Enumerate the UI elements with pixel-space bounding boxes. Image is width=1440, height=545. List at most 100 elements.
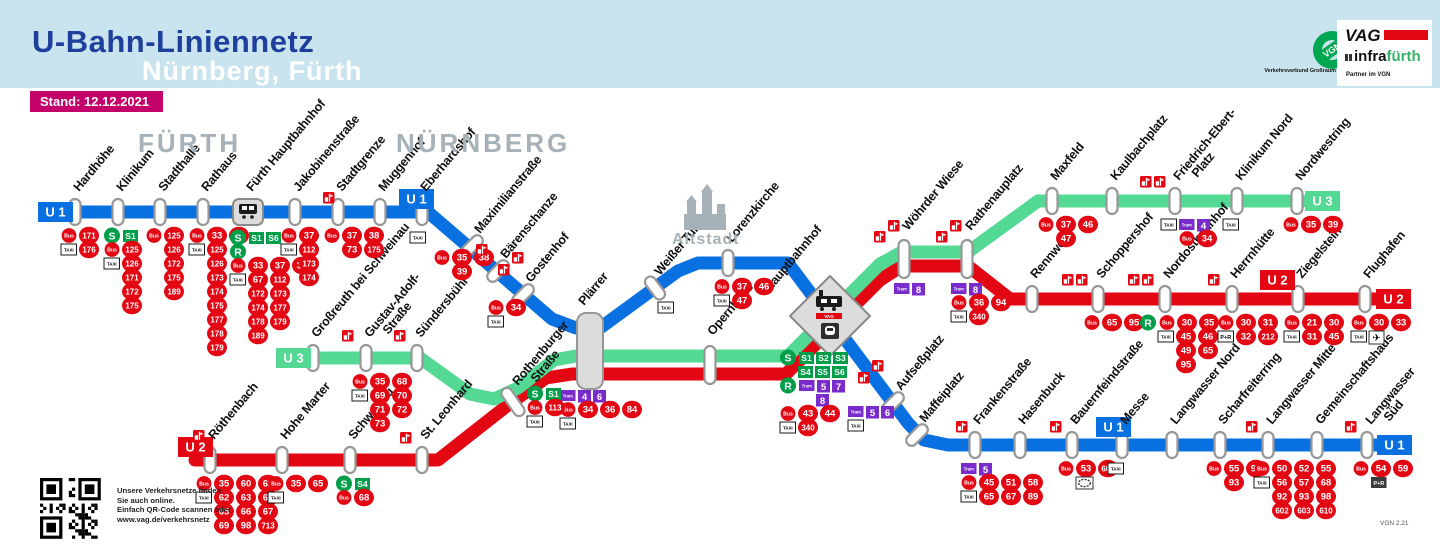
qr-caption: Unsere Verkehrsnetze finden Sie auch onl… [117, 486, 287, 524]
svg-text:603: 603 [1297, 507, 1311, 516]
line-badge-u1: U 1 [38, 202, 73, 222]
vag-kundencenter-icon: VAG [816, 290, 842, 319]
svg-text:Bus: Bus [1209, 467, 1219, 473]
station-marker-rathenauplatz [960, 238, 974, 280]
svg-text:8: 8 [973, 285, 978, 296]
svg-text:TAXI: TAXI [1257, 481, 1267, 486]
station-marker-scharfreiterring [1213, 430, 1227, 460]
svg-text:✈: ✈ [1372, 333, 1380, 344]
svg-text:35: 35 [219, 479, 230, 490]
landmark-icon [323, 192, 335, 204]
vgn-caption: Verkehrsverbund Großraum Nürnberg [1264, 68, 1362, 74]
version-text: VGN 2.21 [1380, 520, 1409, 527]
station-marker-lorenzkirche [721, 248, 735, 278]
station-marker-friedrich-ebert-platz [1168, 186, 1182, 216]
svg-text:TAXI: TAXI [1354, 335, 1364, 340]
svg-text:171: 171 [125, 274, 139, 283]
landmark-icon [888, 220, 900, 232]
svg-text:Bus: Bus [964, 481, 974, 487]
station-marker-kaulbachplatz [1105, 186, 1119, 216]
svg-text:TAXI: TAXI [233, 278, 243, 283]
svg-text:95: 95 [1181, 360, 1192, 371]
landmark-icon [1154, 176, 1166, 188]
station-label-gostenhof: Gostenhof [523, 229, 573, 285]
svg-text:TAXI: TAXI [413, 236, 423, 241]
svg-text:TAXI: TAXI [1287, 335, 1297, 340]
svg-text:189: 189 [251, 332, 265, 341]
svg-text:94: 94 [996, 298, 1007, 309]
svg-text:U 3: U 3 [1312, 194, 1332, 209]
landmark-icon [936, 231, 948, 243]
infra-grid-icon [1345, 54, 1352, 61]
svg-text:TAXI: TAXI [783, 426, 793, 431]
svg-text:S: S [531, 388, 538, 400]
svg-text:R: R [1144, 317, 1152, 329]
line-badge-u2: U 2 [1260, 270, 1295, 290]
svg-text:112: 112 [303, 246, 316, 255]
svg-text:TAXI: TAXI [530, 420, 540, 425]
svg-text:Bus: Bus [491, 306, 501, 312]
city-label-n-rnberg: NÜRNBERG [396, 128, 570, 158]
svg-text:93: 93 [1229, 478, 1240, 489]
station-marker-muggenhof [373, 197, 387, 227]
svg-text:Flughafen: Flughafen [1361, 228, 1408, 281]
station-label-s-ndersb-hl: Sündersbühl [413, 275, 471, 340]
qr-caption-line: Sie auch online. [117, 495, 175, 505]
svg-text:Tram: Tram [563, 393, 573, 398]
svg-text:S1: S1 [548, 389, 559, 399]
station-label-hasenbuck: Hasenbuck [1016, 369, 1068, 427]
svg-text:179: 179 [210, 344, 224, 353]
station-marker-stadtgrenze [331, 197, 345, 227]
station-label-nordwestring: Nordwestring [1293, 115, 1353, 183]
svg-text:S1: S1 [801, 353, 812, 363]
landmark-icon [1140, 176, 1152, 188]
svg-text:S6: S6 [834, 367, 845, 377]
station-marker-rothenburger-stra-e [500, 386, 526, 418]
station-marker-langwasser-mitte [1261, 430, 1275, 460]
station-label-maxfeld: Maxfeld [1048, 140, 1087, 183]
svg-text:46: 46 [759, 282, 770, 293]
station-label-ziegelstein: Ziegelstein [1294, 224, 1345, 280]
svg-text:62: 62 [219, 493, 230, 504]
svg-text:Hardhöhe: Hardhöhe [71, 142, 118, 194]
svg-text:6: 6 [597, 392, 602, 403]
svg-text:Bus: Bus [437, 256, 447, 262]
station-marker-langwasser-nord [1165, 430, 1179, 460]
svg-text:TAXI: TAXI [1161, 335, 1171, 340]
svg-text:S: S [340, 478, 347, 490]
svg-text:45: 45 [984, 478, 995, 489]
landmark-icon [400, 432, 412, 444]
station-marker-ziegelstein [1291, 284, 1305, 314]
landmark-icon [476, 244, 488, 256]
svg-text:S: S [108, 230, 115, 242]
svg-text:34: 34 [583, 405, 594, 416]
svg-text:Hohe Marter: Hohe Marter [278, 379, 334, 442]
svg-text:P+R: P+R [1220, 335, 1231, 341]
svg-text:92: 92 [1277, 492, 1288, 503]
svg-text:5: 5 [983, 465, 989, 476]
svg-text:93: 93 [1299, 492, 1310, 503]
svg-text:59: 59 [1398, 464, 1409, 475]
svg-text:65: 65 [984, 492, 995, 503]
svg-text:Bus: Bus [1221, 321, 1231, 327]
connections-r-thenbach: Bus356061TAXI6263646566676998713 [195, 474, 278, 535]
connections-klinikum-nord: TAXI [1222, 218, 1239, 231]
svg-text:35: 35 [375, 377, 386, 388]
station-label-hohe-marter: Hohe Marter [278, 379, 334, 442]
svg-text:67: 67 [263, 507, 274, 518]
svg-text:S: S [784, 352, 791, 364]
svg-text:Bus: Bus [107, 248, 117, 254]
svg-text:Aufseßplatz: Aufseßplatz [893, 332, 947, 393]
station-marker-maffeiplatz [905, 423, 929, 447]
svg-text:61: 61 [263, 479, 274, 490]
svg-text:NÜRNBERG: NÜRNBERG [396, 128, 570, 158]
connections-messe: TAXI [1107, 462, 1124, 475]
svg-text:55: 55 [1321, 464, 1332, 475]
svg-text:602: 602 [1275, 507, 1289, 516]
